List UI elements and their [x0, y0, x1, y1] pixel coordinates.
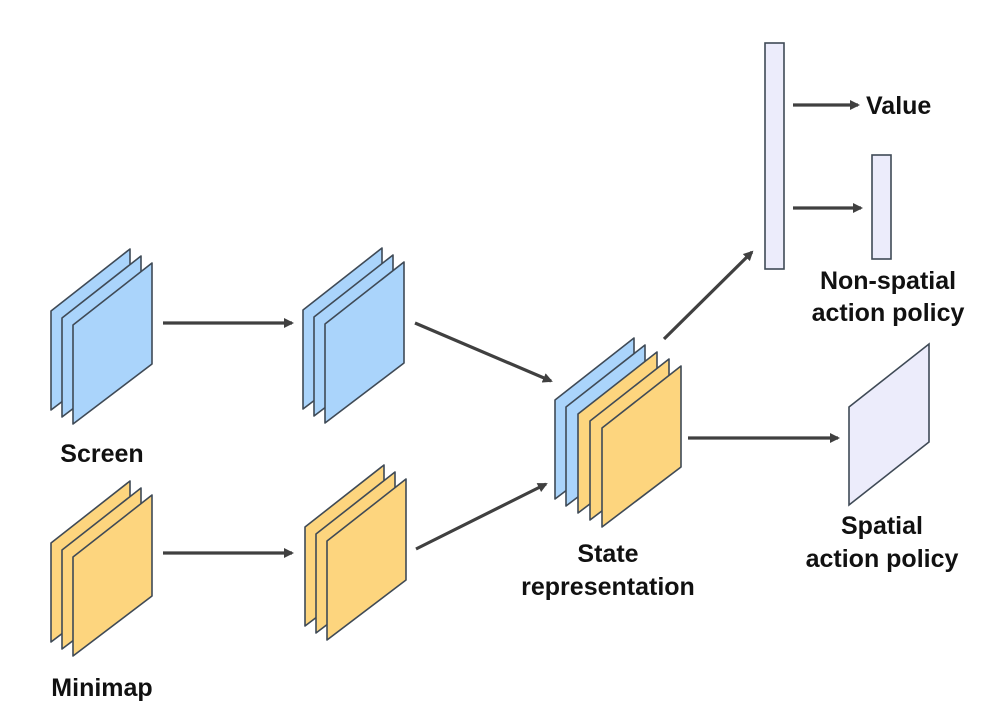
minimap-input-stack — [50, 480, 153, 657]
label-state-line1: State — [577, 540, 638, 568]
label-nonspatial-line1: Non-spatial — [820, 267, 956, 295]
arrow-minimap-features-to-state — [415, 482, 548, 551]
nonspatial-policy-bar — [871, 154, 892, 260]
screen-feature-stack — [302, 247, 405, 424]
label-spatial-line1: Spatial — [841, 512, 923, 540]
state-representation-stack — [554, 337, 682, 528]
arrow-state-to-bar — [662, 250, 754, 341]
value-output-bar — [764, 42, 785, 270]
label-nonspatial-line2: action policy — [812, 299, 965, 327]
spatial-policy-plane — [848, 342, 930, 507]
label-value: Value — [866, 92, 931, 120]
label-state-line2: representation — [521, 573, 695, 601]
minimap-feature-stack — [304, 464, 407, 641]
arrow-screen-features-to-state — [414, 321, 553, 383]
screen-input-stack — [50, 248, 153, 425]
label-spatial-line2: action policy — [806, 545, 959, 573]
label-minimap: Minimap — [51, 674, 152, 702]
label-screen: Screen — [60, 440, 143, 468]
